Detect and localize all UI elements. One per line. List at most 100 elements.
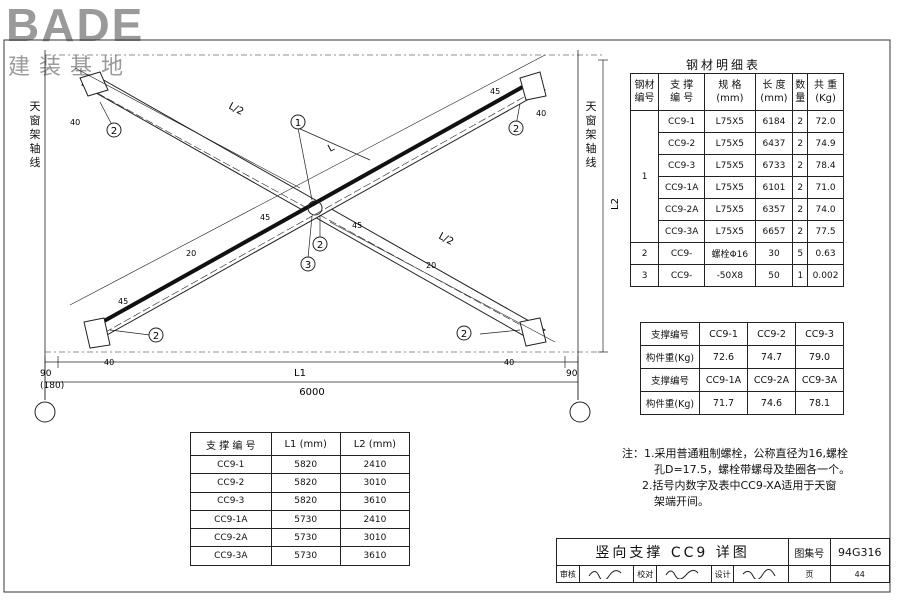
notes-block: 注：1.采用普通粗制螺栓，公称直径为16,螺栓 孔D=17.5，螺栓带螺母及垫圈… xyxy=(622,446,850,510)
callout-2-br-circle xyxy=(456,325,472,341)
dim-line-l-half-bottom xyxy=(329,221,556,343)
offset-45-tr: 45 xyxy=(490,87,500,96)
steel-table-cell: L75X5 xyxy=(704,110,756,133)
l-table-cell: CC9-1A xyxy=(190,509,272,530)
steel-header-cell: 长 度 (mm) xyxy=(754,73,794,111)
steel-table-cell: -50X8 xyxy=(704,264,756,287)
l-header-cell: 支 撑 编 号 xyxy=(190,432,272,456)
design-signature xyxy=(733,565,790,583)
page-number: 44 xyxy=(829,565,890,583)
steel-table-cell: 6657 xyxy=(754,220,794,243)
offset-40-bl: 40 xyxy=(104,358,114,367)
offset-40-tl: 40 xyxy=(70,118,80,127)
steel-table-cell: 1 xyxy=(792,264,809,287)
label-l: L xyxy=(326,142,336,155)
weight-table-cell: 支撑编号 xyxy=(640,322,700,346)
steel-table-cell: L75X5 xyxy=(704,220,756,243)
page-label: 页 xyxy=(788,565,831,583)
steel-table-cell: L75X5 xyxy=(704,132,756,155)
callout-2-tl-text: 2 xyxy=(111,126,117,137)
review-signature xyxy=(578,565,635,583)
weight-table-cell: CC9-1 xyxy=(699,322,748,346)
l-table-cell: CC9-1 xyxy=(190,454,272,475)
steel-table-cell: 2 xyxy=(792,154,809,177)
steel-table-cell: 2 xyxy=(792,110,809,133)
weight-table-cell: 74.6 xyxy=(747,391,796,415)
axis-label-left: 天窗架轴线 xyxy=(29,100,41,169)
steel-detail-table: 钢材 编号支 撑 编 号规 格 (mm)长 度 (mm)数 量共 重 (Kg) … xyxy=(629,73,844,287)
weight-table-cell: 79.0 xyxy=(795,345,844,369)
weight-table-cell: 72.6 xyxy=(699,345,748,369)
steel-table-cell: 2 xyxy=(792,198,809,221)
weight-table-cell: 74.7 xyxy=(747,345,796,369)
weight-table-cell: 支撑编号 xyxy=(640,368,700,392)
center-plate xyxy=(307,200,323,216)
review-label: 审核 xyxy=(556,565,580,583)
steel-table-cell: 74.0 xyxy=(807,198,844,221)
label-l-half-bottom: L/2 xyxy=(437,231,456,248)
callout-1-circle xyxy=(290,114,306,130)
steel-group-number: 2 xyxy=(629,242,660,265)
notes-prefix: 注： xyxy=(622,447,644,460)
l-table-cell: 5730 xyxy=(270,546,341,566)
steel-table-cell: L75X5 xyxy=(704,154,756,177)
steel-table-cell: 50 xyxy=(754,264,794,287)
dim-text-l2: L2 xyxy=(610,198,621,210)
steel-table-cell: 6101 xyxy=(754,176,794,199)
steel-header-cell: 数 量 xyxy=(792,73,809,111)
l-table-cell: 3610 xyxy=(339,491,411,511)
callout-2-tl-circle xyxy=(106,122,122,138)
steel-header-cell: 共 重 (Kg) xyxy=(807,73,844,111)
dim-text-90-right: 90 xyxy=(566,369,578,379)
offset-45-center: 45 xyxy=(352,221,362,230)
weight-table-cell: 78.1 xyxy=(795,391,844,415)
callout-2-tr-circle xyxy=(508,120,524,136)
steel-header-cell: 支 撑 编 号 xyxy=(658,73,706,111)
weight-table-cell: CC9-2 xyxy=(747,322,796,346)
steel-table-cell: 0.002 xyxy=(807,264,844,287)
l-table-cell: CC9-3A xyxy=(190,546,272,566)
steel-header-cell: 钢材 编号 xyxy=(629,73,660,111)
steel-table-cell: CC9- xyxy=(658,242,706,265)
offset-20-right: 20 xyxy=(426,261,436,270)
callout-2-br-text: 2 xyxy=(461,329,467,340)
check-label: 校对 xyxy=(633,565,658,583)
end-plate-bl xyxy=(83,317,111,349)
steel-table-cell: CC9-2 xyxy=(658,132,706,155)
steel-table-cell: 螺栓Φ16 xyxy=(704,242,756,265)
dim-line-l xyxy=(69,54,546,306)
l-header-cell: L2 (mm) xyxy=(339,432,411,456)
dim-text-total: 6000 xyxy=(299,387,324,398)
callout-2-bl-text: 2 xyxy=(153,331,159,342)
note-2: 2.括号内数字及表中CC9-XA适用于天窗 xyxy=(642,479,837,492)
steel-table-cell: 6733 xyxy=(754,154,794,177)
weight-table-cell: CC9-3A xyxy=(795,368,844,392)
steel-table-cell: 72.0 xyxy=(807,110,844,133)
weight-table-cell: CC9-3 xyxy=(795,322,844,346)
l-table-cell: 2410 xyxy=(339,454,411,475)
label-l-half-top: L/2 xyxy=(227,101,246,118)
callout-3-text: 3 xyxy=(305,260,311,271)
diagonal-b-heavy-edge xyxy=(87,78,536,332)
axis-bubble-right xyxy=(569,401,591,423)
logo-subtitle: 建装基地 xyxy=(8,55,133,80)
steel-table-cell: 0.63 xyxy=(807,242,844,265)
steel-table-cell: CC9-1 xyxy=(658,110,706,133)
steel-table-cell: 2 xyxy=(792,176,809,199)
offset-20-left: 20 xyxy=(186,249,196,258)
l-table-cell: 3010 xyxy=(339,528,411,548)
sheet-border xyxy=(3,39,891,593)
l-table-cell: 5730 xyxy=(270,528,341,548)
